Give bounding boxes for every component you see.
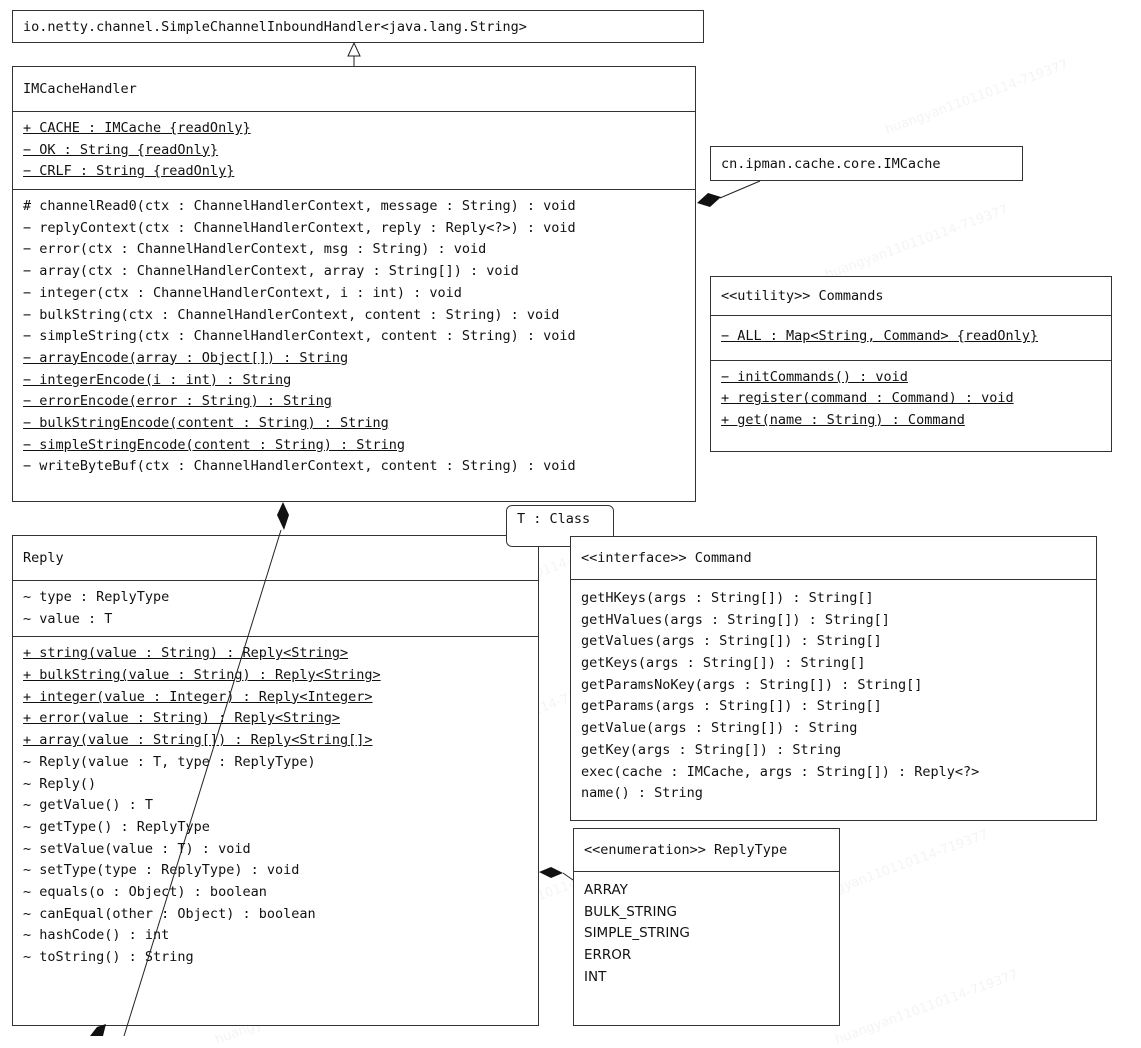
method: ~ setType(type : ReplyType) : void — [23, 862, 300, 879]
method: ~ canEqual(other : Object) : boolean — [23, 905, 316, 922]
method: getValue(args : String[]) : String — [581, 720, 858, 737]
method: name() : String — [581, 785, 703, 802]
commands-header: <<utility>> Commands — [711, 277, 1111, 315]
composition-line-imcache — [719, 180, 761, 199]
method: exec(cache : IMCache, args : String[]) :… — [581, 763, 980, 780]
method: ~ Reply() — [23, 775, 97, 792]
static-method: − simpleStringEncode(content : String) :… — [23, 436, 406, 453]
enum-literal: ARRAY — [584, 882, 628, 898]
base-class-name: io.netty.channel.SimpleChannelInboundHan… — [23, 18, 527, 35]
method: − bulkString(ctx : ChannelHandlerContext… — [23, 306, 560, 323]
static-method: − arrayEncode(array : Object[]) : String — [23, 349, 349, 366]
field: ~ type : ReplyType — [23, 589, 170, 605]
watermark-text: huangyan110110114-719377 — [823, 202, 1011, 283]
field: − CRLF : String {readOnly} — [23, 163, 235, 180]
field: ~ value : T — [23, 610, 113, 627]
method: ~ getType() : ReplyType — [23, 818, 210, 835]
imcache-handler-header: IMCacheHandler — [13, 67, 695, 111]
reply-class[interactable]: Reply ~ type : ReplyType ~ value : T + s… — [12, 535, 539, 1026]
imcache-handler-methods: # channelRead0(ctx : ChannelHandlerConte… — [13, 189, 695, 484]
reply-methods: + string(value : String) : Reply<String>… — [13, 636, 538, 974]
template-parameter-label: T : Class — [517, 511, 591, 527]
static-method: − bulkStringEncode(content : String) : S… — [23, 414, 389, 431]
method: ~ hashCode() : int — [23, 927, 170, 944]
imcache-class-name: cn.ipman.cache.core.IMCache — [721, 155, 941, 172]
commands-fields: − ALL : Map<String, Command> {readOnly} — [711, 315, 1111, 360]
reply-type-literals: ARRAY BULK_STRING SIMPLE_STRING ERROR IN… — [574, 871, 839, 994]
enum-literal: INT — [584, 968, 607, 985]
imcache-handler-name: IMCacheHandler — [23, 81, 137, 97]
commands-name: <<utility>> Commands — [721, 288, 884, 304]
enum-literal: BULK_STRING — [584, 903, 678, 920]
base-class-box[interactable]: io.netty.channel.SimpleChannelInboundHan… — [12, 10, 704, 43]
field: − OK : String {readOnly} — [23, 141, 219, 158]
reply-header: Reply — [13, 536, 538, 580]
enum-literal: SIMPLE_STRING — [584, 925, 690, 942]
composition-diamond-imcache — [697, 193, 721, 207]
method: getHValues(args : String[]) : String[] — [581, 611, 890, 628]
imcache-class-box[interactable]: cn.ipman.cache.core.IMCache — [710, 146, 1023, 181]
reply-name: Reply — [23, 550, 64, 566]
method: ~ Reply(value : T, type : ReplyType) — [23, 753, 316, 770]
watermark-text: huangyan110110114-719377 — [883, 57, 1071, 138]
method: − error(ctx : ChannelHandlerContext, msg… — [23, 241, 487, 258]
method: − array(ctx : ChannelHandlerContext, arr… — [23, 263, 519, 280]
composition-diamond-replytype — [539, 867, 563, 878]
reply-type-header: <<enumeration>> ReplyType — [574, 829, 839, 871]
commands-methods: − initCommands() : void + register(comma… — [711, 359, 1111, 438]
static-method: + register(command : Command) : void — [721, 390, 1014, 407]
static-method: + string(value : String) : Reply<String> — [23, 645, 349, 662]
enum-literal: ERROR — [584, 947, 632, 964]
imcache-handler-class[interactable]: IMCacheHandler + CACHE : IMCache {readOn… — [12, 66, 696, 502]
field: + CACHE : IMCache {readOnly} — [23, 120, 251, 136]
command-interface[interactable]: <<interface>> Command getHKeys(args : St… — [570, 536, 1097, 821]
static-method: + bulkString(value : String) : Reply<Str… — [23, 667, 381, 684]
static-method: + integer(value : Integer) : Reply<Integ… — [23, 688, 373, 705]
command-header: <<interface>> Command — [571, 537, 1096, 579]
command-methods: getHKeys(args : String[]) : String[] get… — [571, 579, 1096, 811]
method: ~ toString() : String — [23, 949, 194, 965]
method: getParams(args : String[]) : String[] — [581, 698, 882, 715]
method: getKeys(args : String[]) : String[] — [581, 655, 866, 672]
reply-type-enum[interactable]: <<enumeration>> ReplyType ARRAY BULK_STR… — [573, 828, 840, 1026]
method: − replyContext(ctx : ChannelHandlerConte… — [23, 219, 576, 236]
command-name: <<interface>> Command — [581, 550, 752, 566]
static-method: − initCommands() : void — [721, 368, 908, 385]
static-method: − integerEncode(i : int) : String — [23, 371, 292, 388]
composition-diamond-reply — [277, 502, 289, 530]
template-parameter-box[interactable]: T : Class — [506, 505, 614, 547]
static-method: + error(value : String) : Reply<String> — [23, 710, 340, 727]
method: getKey(args : String[]) : String — [581, 741, 842, 758]
method: getHKeys(args : String[]) : String[] — [581, 590, 874, 606]
method: getValues(args : String[]) : String[] — [581, 633, 882, 650]
field: − ALL : Map<String, Command> {readOnly} — [721, 328, 1038, 344]
static-method: − errorEncode(error : String) : String — [23, 393, 332, 410]
method: ~ setValue(value : T) : void — [23, 840, 251, 857]
method: − writeByteBuf(ctx : ChannelHandlerConte… — [23, 458, 576, 475]
reply-fields: ~ type : ReplyType ~ value : T — [13, 580, 538, 636]
static-method: + array(value : String[]) : Reply<String… — [23, 732, 373, 749]
method: ~ equals(o : Object) : boolean — [23, 883, 267, 900]
static-method: + get(name : String) : Command — [721, 412, 965, 429]
reply-type-name: <<enumeration>> ReplyType — [584, 842, 788, 858]
method: − simpleString(ctx : ChannelHandlerConte… — [23, 328, 576, 345]
method: − integer(ctx : ChannelHandlerContext, i… — [23, 284, 462, 301]
method: ~ getValue() : T — [23, 797, 154, 814]
imcache-handler-fields: + CACHE : IMCache {readOnly} − OK : Stri… — [13, 111, 695, 189]
method: getParamsNoKey(args : String[]) : String… — [581, 676, 923, 693]
method: # channelRead0(ctx : ChannelHandlerConte… — [23, 198, 576, 215]
generalization-arrowhead — [347, 41, 361, 57]
commands-class[interactable]: <<utility>> Commands − ALL : Map<String,… — [710, 276, 1112, 452]
